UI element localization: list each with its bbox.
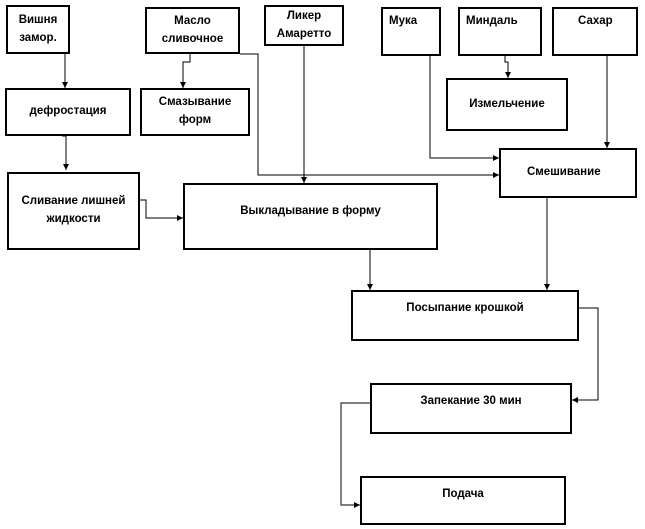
node-drain-label: Сливание лишней жидкости bbox=[21, 195, 126, 225]
node-drain: Сливание лишней жидкости bbox=[7, 172, 140, 250]
node-butter-label: Масло сливочное bbox=[161, 14, 224, 45]
node-liqueur: Ликер Амаретто bbox=[264, 5, 344, 46]
node-lay-label: Выкладывание в форму bbox=[240, 205, 381, 217]
node-serve-label: Подача bbox=[442, 488, 484, 500]
edge-almond-grind bbox=[504, 56, 511, 78]
node-liqueur-label: Ликер Амаретто bbox=[276, 9, 332, 40]
node-bake-label: Запекание 30 мин bbox=[420, 395, 522, 407]
node-mix: Смешивание bbox=[499, 148, 637, 198]
node-sugar-label: Сахар bbox=[578, 15, 613, 27]
node-cherry-label: Вишня замор. bbox=[18, 13, 58, 44]
node-butter: Масло сливочное bbox=[145, 7, 240, 54]
node-sprinkle: Посыпание крошкой bbox=[351, 290, 579, 341]
edge-sprinkle-bake bbox=[572, 307, 599, 403]
node-lay: Выкладывание в форму bbox=[183, 183, 438, 250]
node-cherry: Вишня замор. bbox=[6, 5, 70, 54]
node-defrost: дефростация bbox=[5, 88, 131, 136]
node-sugar: Сахар bbox=[552, 7, 638, 56]
node-flour: Мука bbox=[381, 7, 441, 56]
edge-bake-serve bbox=[340, 402, 370, 508]
node-flour-label: Мука bbox=[389, 15, 418, 27]
node-grease: Смазывание форм bbox=[140, 88, 250, 136]
node-grind-label: Измельчение bbox=[469, 97, 545, 110]
edge-defrost-drain bbox=[62, 135, 69, 170]
node-almond-label: Миндаль bbox=[466, 15, 518, 27]
node-serve: Подача bbox=[360, 476, 566, 525]
node-defrost-label: дефростация bbox=[29, 105, 107, 118]
edge-flour-mix bbox=[429, 56, 499, 161]
node-bake: Запекание 30 мин bbox=[370, 383, 572, 434]
edge-butter-grease bbox=[180, 54, 191, 88]
edge-butter-mix bbox=[240, 53, 499, 178]
node-grease-label: Смазывание форм bbox=[158, 96, 232, 126]
edge-drain-lay bbox=[140, 199, 183, 221]
node-mix-label: Смешивание bbox=[527, 166, 601, 179]
node-grind: Измельчение bbox=[446, 78, 568, 131]
node-sprinkle-label: Посыпание крошкой bbox=[406, 302, 524, 314]
node-almond: Миндаль bbox=[458, 7, 542, 56]
